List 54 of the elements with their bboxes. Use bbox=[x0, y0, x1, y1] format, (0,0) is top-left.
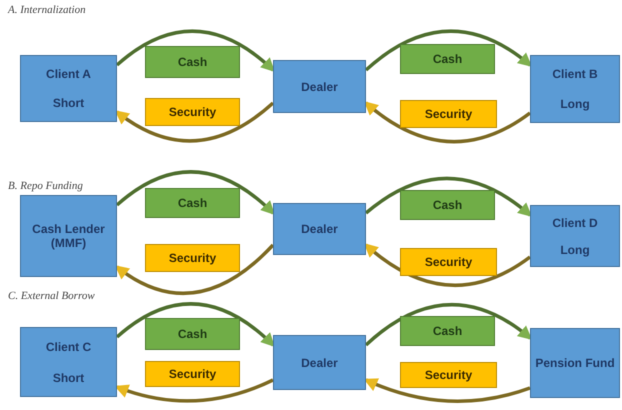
party-box bbox=[20, 55, 117, 122]
node-text: Client C bbox=[46, 340, 92, 354]
party-box bbox=[273, 335, 366, 390]
cash-box bbox=[145, 188, 240, 218]
curved-arrow bbox=[364, 30, 532, 72]
cash-box bbox=[145, 318, 240, 350]
node-text: Cash Lender (MMF) bbox=[31, 222, 106, 250]
node-text: Client D bbox=[552, 216, 598, 230]
node-text: Cash bbox=[178, 196, 208, 210]
security-box bbox=[400, 248, 497, 276]
security-box bbox=[145, 98, 240, 126]
security-box bbox=[400, 362, 497, 388]
node-text: Cash bbox=[432, 52, 462, 66]
curved-arrow bbox=[116, 30, 276, 72]
party-box bbox=[20, 195, 117, 277]
node-text: Pension Fund bbox=[535, 356, 615, 370]
node-text: Long bbox=[560, 97, 590, 111]
party-box bbox=[530, 328, 620, 398]
node-text: Security bbox=[168, 367, 216, 381]
node-text: Cash bbox=[178, 327, 208, 341]
node-text: Cash bbox=[432, 324, 462, 338]
party-box bbox=[20, 327, 117, 397]
node-text: Short bbox=[52, 370, 84, 384]
party-box bbox=[530, 205, 620, 267]
node-text: Short bbox=[52, 96, 84, 110]
node-text: Client B bbox=[552, 67, 598, 81]
curved-arrow bbox=[116, 302, 276, 347]
security-box bbox=[400, 100, 497, 128]
cash-box bbox=[400, 190, 495, 220]
node-text: Long bbox=[560, 242, 590, 256]
node-text: Cash bbox=[432, 198, 462, 212]
node-text: Security bbox=[168, 105, 216, 119]
node-text: Dealer bbox=[301, 80, 338, 94]
curved-arrow bbox=[364, 176, 532, 217]
node-text: Security bbox=[424, 368, 472, 382]
security-box bbox=[145, 244, 240, 272]
cash-box bbox=[400, 316, 495, 346]
node-text: Client A bbox=[46, 66, 91, 81]
node-text: Dealer bbox=[301, 222, 338, 236]
curved-arrow bbox=[116, 170, 276, 215]
security-box bbox=[145, 361, 240, 387]
section-heading: A. Internalization bbox=[8, 4, 86, 16]
curved-arrow bbox=[364, 303, 532, 346]
party-box bbox=[273, 60, 366, 113]
party-box bbox=[530, 55, 620, 123]
party-box bbox=[273, 203, 366, 255]
node-text: Cash bbox=[178, 55, 208, 69]
node-text: Dealer bbox=[301, 356, 338, 370]
node-text: Security bbox=[168, 251, 216, 265]
cash-box bbox=[145, 46, 240, 78]
node-text: Security bbox=[424, 107, 472, 121]
node-text: Security bbox=[424, 255, 472, 269]
section-heading: C. External Borrow bbox=[8, 290, 95, 302]
cash-box bbox=[400, 44, 495, 74]
